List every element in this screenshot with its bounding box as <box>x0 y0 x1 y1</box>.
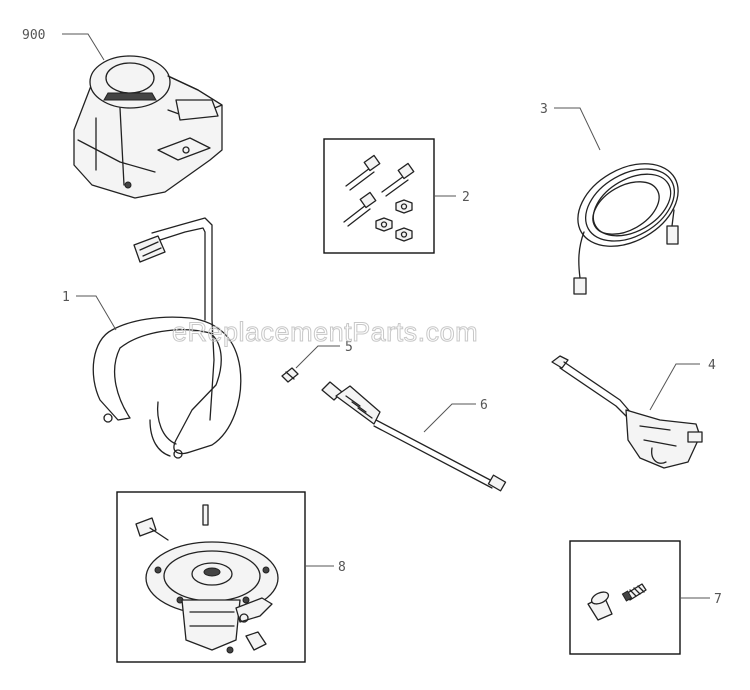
spray-gun-part[interactable] <box>551 355 703 469</box>
pin-part[interactable] <box>281 367 299 383</box>
wand-part[interactable] <box>321 381 507 492</box>
hose-part[interactable] <box>563 147 693 295</box>
callout-7: 7 <box>714 592 722 607</box>
frame-part[interactable] <box>92 217 242 459</box>
watermark: eReplacementParts.com <box>172 317 478 347</box>
engine-part[interactable] <box>73 55 223 199</box>
pump-box[interactable] <box>116 491 306 663</box>
hardware-kit-box[interactable] <box>323 138 435 254</box>
callout-8: 8 <box>338 560 346 575</box>
callout-4: 4 <box>708 358 716 373</box>
callout-1: 1 <box>62 290 70 305</box>
callout-5: 5 <box>345 340 353 355</box>
callout-900: 900 <box>22 28 45 43</box>
fitting-kit-part <box>587 583 647 621</box>
callout-6: 6 <box>480 398 488 413</box>
pump-part <box>135 504 279 654</box>
bolts-and-nuts-part <box>343 154 415 242</box>
callout-3: 3 <box>540 102 548 117</box>
callout-2: 2 <box>462 190 470 205</box>
